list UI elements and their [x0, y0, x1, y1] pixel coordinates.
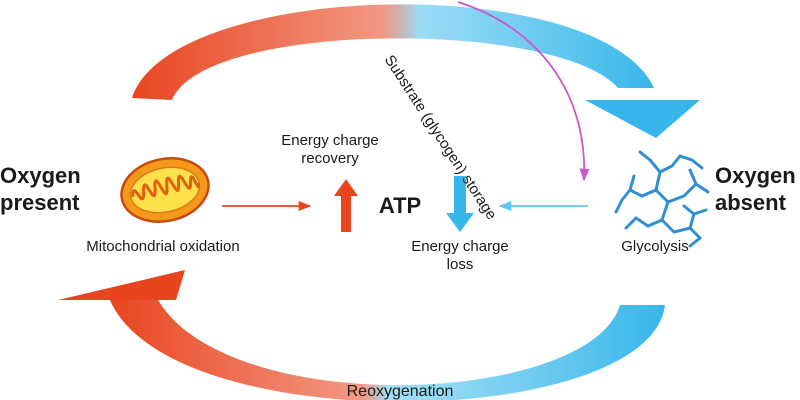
- glycolysis-label: Glycolysis: [621, 238, 689, 255]
- top-cycle-arrow: [132, 4, 654, 100]
- top-cycle-arrowhead: [585, 100, 700, 138]
- oxygen-absent-label: Oxygen absent: [715, 163, 796, 217]
- energy-charge-loss-label: Energy charge loss: [395, 238, 525, 274]
- energy-loss-line-2: loss: [446, 256, 474, 273]
- bottom-cycle-arrow: [110, 300, 665, 400]
- glycogen-granule-icon: [614, 150, 710, 248]
- oxygen-absent-line-1: Oxygen: [715, 163, 796, 188]
- mitochondrion-icon: [120, 157, 210, 223]
- energy-recovery-line-1: Energy charge: [281, 132, 379, 149]
- substrate-storage-arrow: [457, 1, 590, 182]
- energy-charge-recovery-label: Energy charge recovery: [265, 132, 395, 168]
- reoxygenation-label: Reoxygenation: [346, 383, 454, 400]
- energy-loss-down-arrow: [446, 176, 474, 232]
- bottom-cycle-arrowhead: [58, 270, 185, 300]
- energy-recovery-up-arrow: [334, 179, 358, 232]
- energy-recovery-line-2: recovery: [301, 150, 359, 167]
- atp-label: ATP: [378, 193, 422, 218]
- oxygen-present-label: Oxygen present: [0, 163, 81, 217]
- oxygen-absent-line-2: absent: [715, 189, 786, 215]
- energy-loss-line-1: Energy charge: [411, 238, 509, 255]
- oxygen-present-line-2: present: [0, 189, 80, 215]
- oxygen-present-line-1: Oxygen: [0, 163, 81, 188]
- mitochondrial-oxidation-label: Mitochondrial oxidation: [86, 238, 240, 255]
